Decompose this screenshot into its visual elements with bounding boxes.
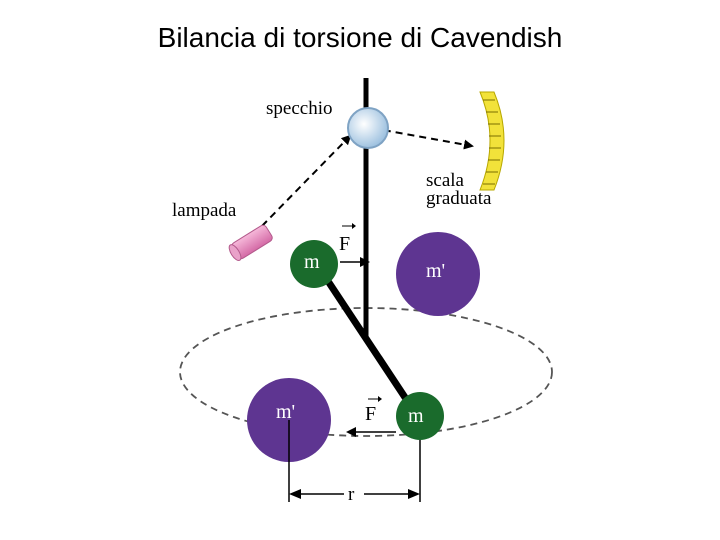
small-mass-top-label: m: [304, 251, 320, 273]
lamp-label: lampada: [172, 200, 237, 221]
small-mass-bottom-label: m: [408, 405, 424, 427]
graduated-scale: [479, 91, 505, 191]
light-beam-incident: [261, 134, 352, 227]
scale-label-line2: graduata: [426, 188, 492, 209]
small-mass-bottom: [396, 392, 444, 440]
force-label-top: F: [339, 233, 350, 255]
large-mass-top: [396, 232, 480, 316]
diagram-title: Bilancia di torsione di Cavendish: [157, 22, 563, 53]
scale-label-line1: scala: [426, 170, 465, 191]
small-mass-top: [290, 240, 338, 288]
balance-rod: [315, 264, 419, 416]
large-mass-top-label: m': [426, 260, 445, 282]
mirror: [347, 107, 389, 149]
large-mass-bottom-label: m': [276, 401, 295, 423]
force-label-bottom: F: [365, 403, 376, 425]
mirror-label: specchio: [266, 98, 332, 119]
distance-label: r: [348, 484, 355, 505]
lamp: [228, 224, 273, 262]
